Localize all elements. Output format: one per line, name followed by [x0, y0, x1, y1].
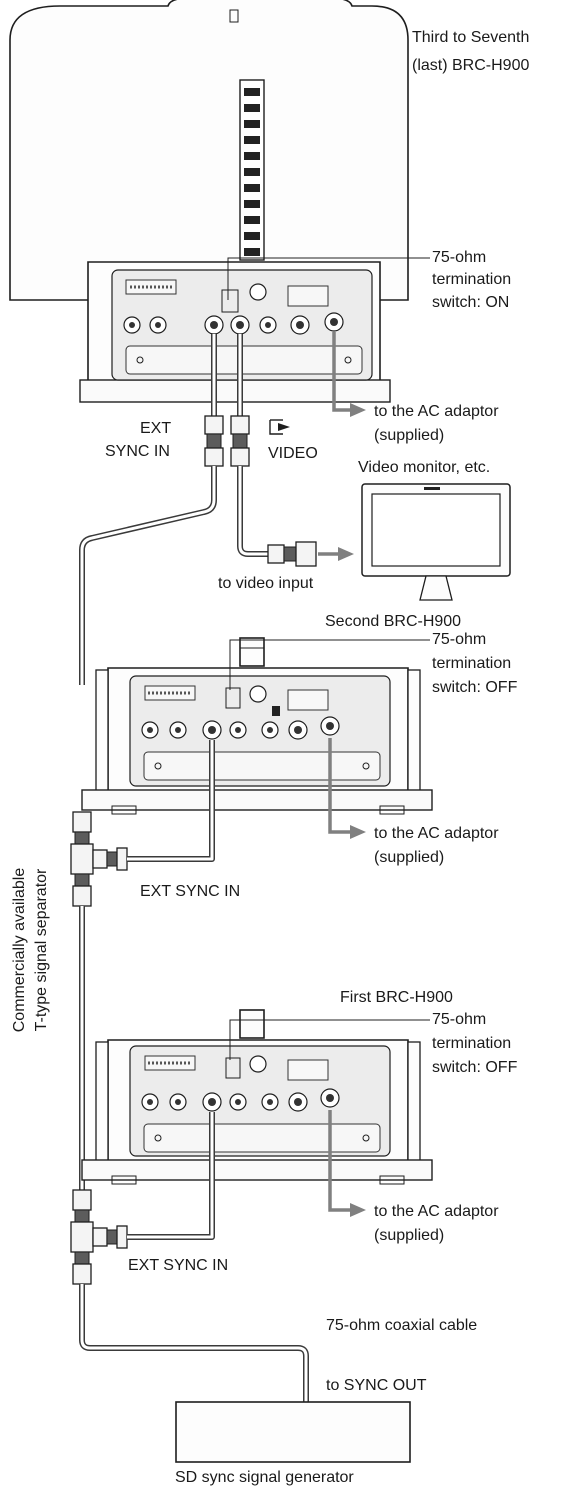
rear-panel-top: [111, 269, 373, 381]
ac-adaptor-bottom-1: to the AC adaptor: [374, 1203, 499, 1220]
ext-sync-in-mid-label: EXT SYNC IN: [140, 883, 240, 900]
separator-label-2: T-type signal separator: [33, 868, 50, 1031]
ac-adaptor-top-2: (supplied): [374, 427, 444, 444]
t-separator-bottom: [70, 1189, 128, 1285]
termination-on-label-2: termination: [432, 271, 511, 288]
video-out-icon: [269, 419, 290, 435]
termination-on-label-1: 75-ohm: [432, 249, 486, 266]
ext-sync-in-bottom-label: EXT SYNC IN: [128, 1257, 228, 1274]
termination-off-1-label-1: 75-ohm: [432, 1011, 486, 1028]
ext-sync-in-top-1: EXT: [140, 420, 171, 437]
sync-generator: [175, 1401, 411, 1463]
second-camera-unit: [81, 637, 433, 815]
third-camera-label-2: (last) BRC-H900: [412, 57, 529, 74]
to-sync-out-label: to SYNC OUT: [326, 1377, 427, 1394]
to-video-input-label: to video input: [218, 575, 314, 592]
termination-off-1-label-2: termination: [432, 1035, 511, 1052]
termination-off-2-label-3: switch: OFF: [432, 679, 518, 696]
ac-adaptor-bottom-2: (supplied): [374, 1227, 444, 1244]
termination-off-2-label-1: 75-ohm: [432, 631, 486, 648]
third-camera-label-1: Third to Seventh: [412, 29, 529, 46]
video-monitor: [361, 483, 511, 601]
generator-label: SD sync signal generator: [175, 1469, 354, 1486]
video-label: VIDEO: [268, 445, 318, 462]
coax-cable-label: 75-ohm coaxial cable: [326, 1317, 477, 1334]
vent-slots: [239, 79, 265, 261]
video-monitor-label: Video monitor, etc.: [358, 459, 490, 476]
second-camera-label: Second BRC-H900: [325, 613, 461, 630]
termination-off-1-label-3: switch: OFF: [432, 1059, 518, 1076]
termination-on-label-3: switch: ON: [432, 294, 509, 311]
bnc-video-input: [267, 541, 317, 567]
first-camera-label: First BRC-H900: [340, 989, 453, 1006]
separator-label-1: Commercially available: [11, 868, 28, 1033]
termination-off-2-label-2: termination: [432, 655, 511, 672]
third-camera-unit: [9, 0, 409, 403]
ext-sync-in-top-2: SYNC IN: [105, 443, 170, 460]
ac-adaptor-mid-2: (supplied): [374, 849, 444, 866]
bnc-connectors-top: [204, 415, 250, 467]
t-separator-mid: [70, 811, 128, 907]
ac-adaptor-mid-1: to the AC adaptor: [374, 825, 499, 842]
ac-adaptor-top-1: to the AC adaptor: [374, 403, 499, 420]
first-camera-unit: [81, 1009, 433, 1185]
